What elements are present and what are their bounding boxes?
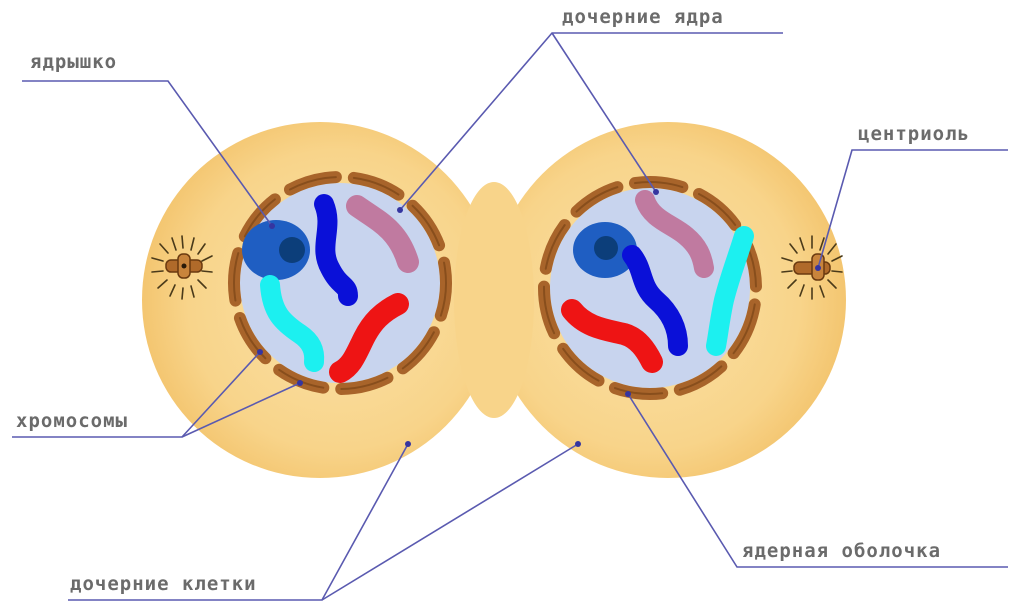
label-centriole: центриоль [858, 123, 970, 145]
cleavage-bridge [454, 182, 534, 418]
label-daughter-nuclei: дочерние ядра [562, 6, 724, 28]
label-daughter-cells: дочерние клетки [70, 573, 257, 595]
right-nucleolus-core [594, 236, 618, 260]
label-nuclear-envelope: ядерная оболочка [742, 540, 941, 562]
label-nucleolus: ядрышко [30, 51, 117, 73]
label-chromosomes: хромосомы [16, 410, 128, 432]
left-nucleolus-core [279, 237, 305, 263]
